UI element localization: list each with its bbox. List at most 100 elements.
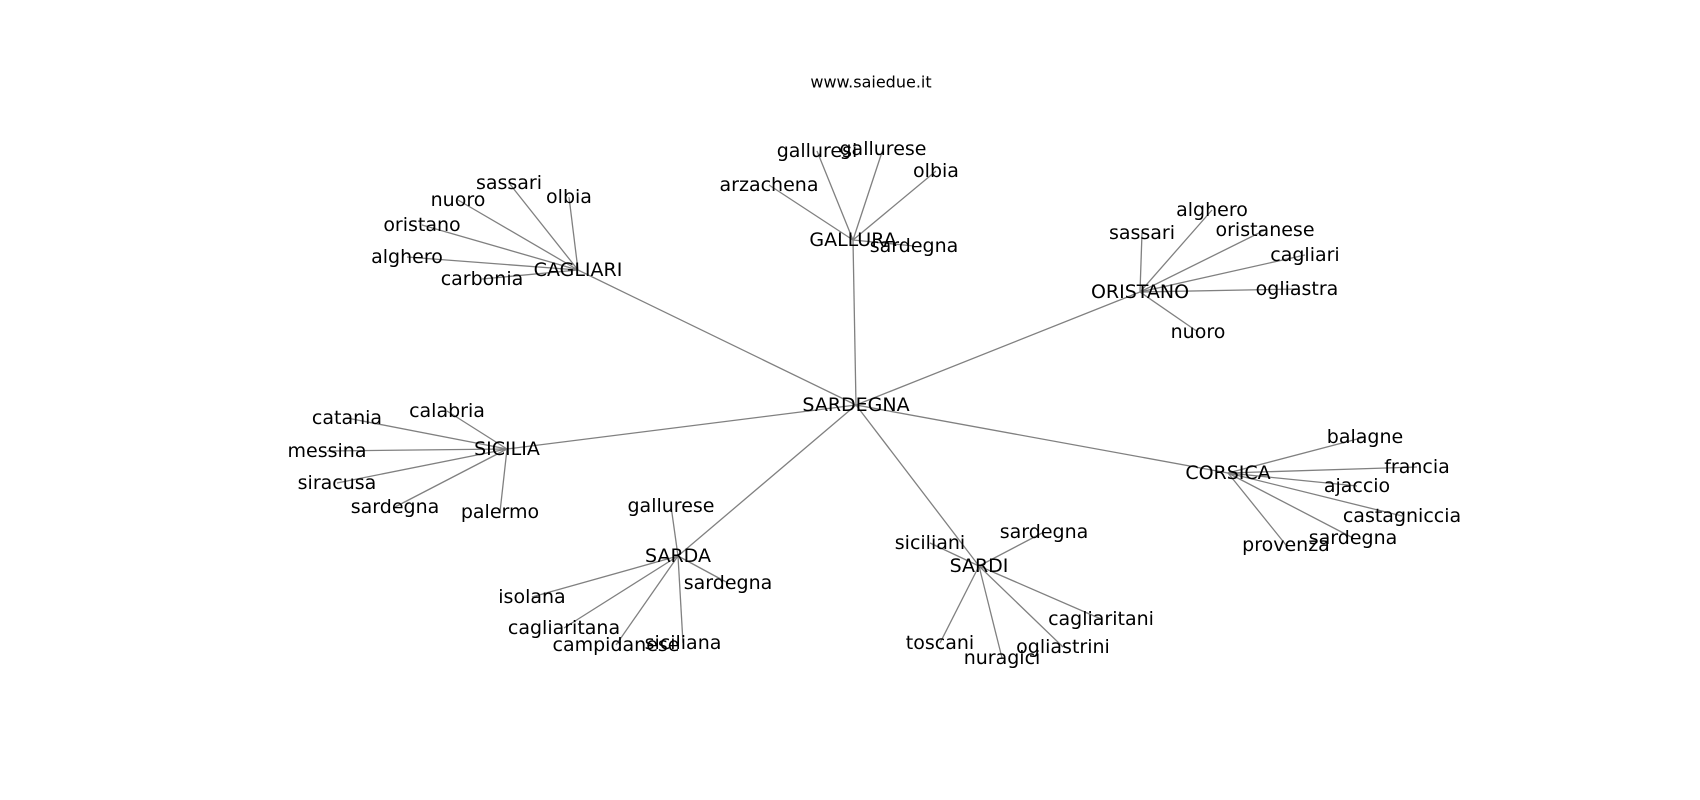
leaf-node-label: palermo: [461, 501, 539, 523]
edge-corsica-balagne: [1227, 436, 1366, 474]
leaf-node-label: gallurese: [628, 495, 715, 517]
leaf-node-label: toscani: [906, 632, 974, 654]
leaf-node-label: cagliaritani: [1048, 608, 1154, 630]
edge-sicilia-catania: [346, 417, 508, 450]
edge-sicilia-sardegna: [394, 448, 508, 508]
edge-gallura-gallurese: [852, 148, 884, 241]
edge-cagliari-olbia: [568, 196, 579, 271]
edge-root-oristano: [855, 291, 1141, 406]
leaf-node-label: gallurese: [840, 138, 927, 160]
leaf-node-label: nuoro: [431, 189, 486, 211]
leaf-node-label: olbia: [913, 160, 959, 182]
leaf-node-label: messina: [288, 440, 367, 462]
edge-sardi-nuragici: [978, 565, 1003, 659]
leaf-node-label: sardegna: [1000, 521, 1089, 543]
edge-cagliari-oristano: [421, 224, 579, 271]
leaf-node-label: siciliana: [645, 632, 722, 654]
edge-sarda-sardegna: [677, 555, 729, 584]
edge-oristano-alghero: [1139, 209, 1213, 293]
edge-corsica-provenza: [1227, 472, 1287, 546]
edge-corsica-sardegna: [1227, 472, 1354, 539]
edge-sardi-toscani: [939, 565, 980, 644]
edge-oristano-nuoro: [1139, 291, 1199, 333]
leaf-node-label: ajaccio: [1324, 475, 1390, 497]
leaf-node-label: sardegna: [1309, 527, 1398, 549]
leaf-node-label: olbia: [546, 186, 592, 208]
labels-layer: sassariolbianuorooristanoalgherocarbonia…: [288, 138, 1462, 669]
leaf-node-label: campidanese: [553, 634, 680, 656]
leaf-node-label: ogliastra: [1256, 278, 1339, 300]
graph-title: www.saiedue.it: [810, 73, 931, 92]
leaf-node-label: ogliastrini: [1016, 636, 1110, 658]
leaf-node-label: isolana: [498, 586, 565, 608]
leaf-node-label: sassari: [476, 172, 542, 194]
leaf-node-label: sardegna: [870, 235, 959, 257]
edge-sarda-isolana: [531, 555, 679, 598]
edge-gallura-arzachena: [768, 184, 854, 241]
leaf-node-label: arzachena: [720, 174, 819, 196]
edge-cagliari-nuoro: [457, 199, 579, 271]
edge-sicilia-palermo: [499, 448, 508, 513]
leaf-node-label: sardegna: [351, 496, 440, 518]
leaf-node-label: siracusa: [298, 472, 377, 494]
edge-root-sicilia: [506, 404, 857, 450]
leaf-node-label: sassari: [1109, 222, 1175, 244]
edges-layer: [326, 148, 1418, 659]
edge-gallura-sardegna: [852, 239, 915, 247]
edge-cagliari-alghero: [406, 256, 579, 271]
hub-node-label: SARDI: [950, 555, 1009, 577]
leaf-node-label: provenza: [1242, 534, 1330, 556]
edge-sardi-sardegna: [978, 531, 1045, 567]
leaf-node-label: alghero: [1176, 199, 1248, 221]
edge-corsica-castagniccia: [1227, 472, 1403, 517]
edge-sarda-campidanese: [615, 555, 679, 646]
leaf-node-label: calabria: [409, 400, 485, 422]
edge-oristano-sassari: [1139, 232, 1143, 293]
edge-corsica-ajaccio: [1227, 472, 1358, 487]
leaf-node-label: cagliari: [1270, 244, 1339, 266]
hub-node-label: GALLURA: [809, 229, 896, 251]
edge-cagliari-sassari: [508, 182, 579, 271]
leaf-node-label: carbonia: [441, 268, 524, 290]
edge-oristano-ogliastra: [1139, 288, 1298, 293]
edge-sardi-siciliani: [929, 542, 980, 567]
hub-node-label: SICILIA: [474, 438, 540, 460]
leaf-node-label: balagne: [1327, 426, 1403, 448]
edge-corsica-francia: [1227, 466, 1418, 474]
leaf-node-label: oristano: [383, 214, 460, 236]
leaf-node-label: cagliaritana: [508, 617, 620, 639]
edge-root-corsica: [855, 404, 1229, 474]
edge-root-sardi: [855, 404, 980, 567]
leaf-node-label: alghero: [371, 246, 443, 268]
leaf-node-label: siciliani: [895, 532, 965, 554]
edge-cagliari-carbonia: [481, 269, 579, 280]
edge-root-cagliari: [577, 269, 857, 406]
edge-sarda-gallurese: [670, 505, 679, 557]
hub-node-label: CAGLIARI: [534, 259, 623, 281]
leaf-node-label: castagniccia: [1343, 505, 1461, 527]
edge-root-gallura: [852, 239, 857, 406]
hub-node-label: CORSICA: [1185, 462, 1270, 484]
edge-root-sarda: [677, 404, 857, 557]
edge-sicilia-messina: [326, 448, 508, 452]
edge-sarda-siciliana: [677, 555, 684, 644]
leaf-node-label: oristanese: [1215, 219, 1314, 241]
hub-node-label: ORISTANO: [1091, 281, 1189, 303]
leaf-node-label: sardegna: [684, 572, 773, 594]
root-node-label: SARDEGNA: [802, 394, 909, 416]
leaf-node-label: catania: [312, 407, 382, 429]
edge-gallura-galluresi: [816, 150, 854, 241]
edge-gallura-olbia: [852, 170, 937, 241]
edge-sarda-cagliaritana: [563, 555, 679, 629]
leaf-node-label: galluresi: [777, 140, 858, 162]
edge-oristano-oristanese: [1139, 229, 1266, 293]
leaf-node-label: nuragici: [964, 647, 1041, 669]
hub-node-label: SARDA: [645, 545, 711, 567]
leaf-node-label: francia: [1384, 456, 1450, 478]
leaf-node-label: nuoro: [1171, 321, 1226, 343]
edge-oristano-cagliari: [1139, 254, 1306, 293]
edge-sicilia-siracusa: [336, 448, 508, 484]
edge-sardi-ogliastrini: [978, 565, 1064, 648]
edge-sicilia-calabria: [446, 410, 508, 450]
